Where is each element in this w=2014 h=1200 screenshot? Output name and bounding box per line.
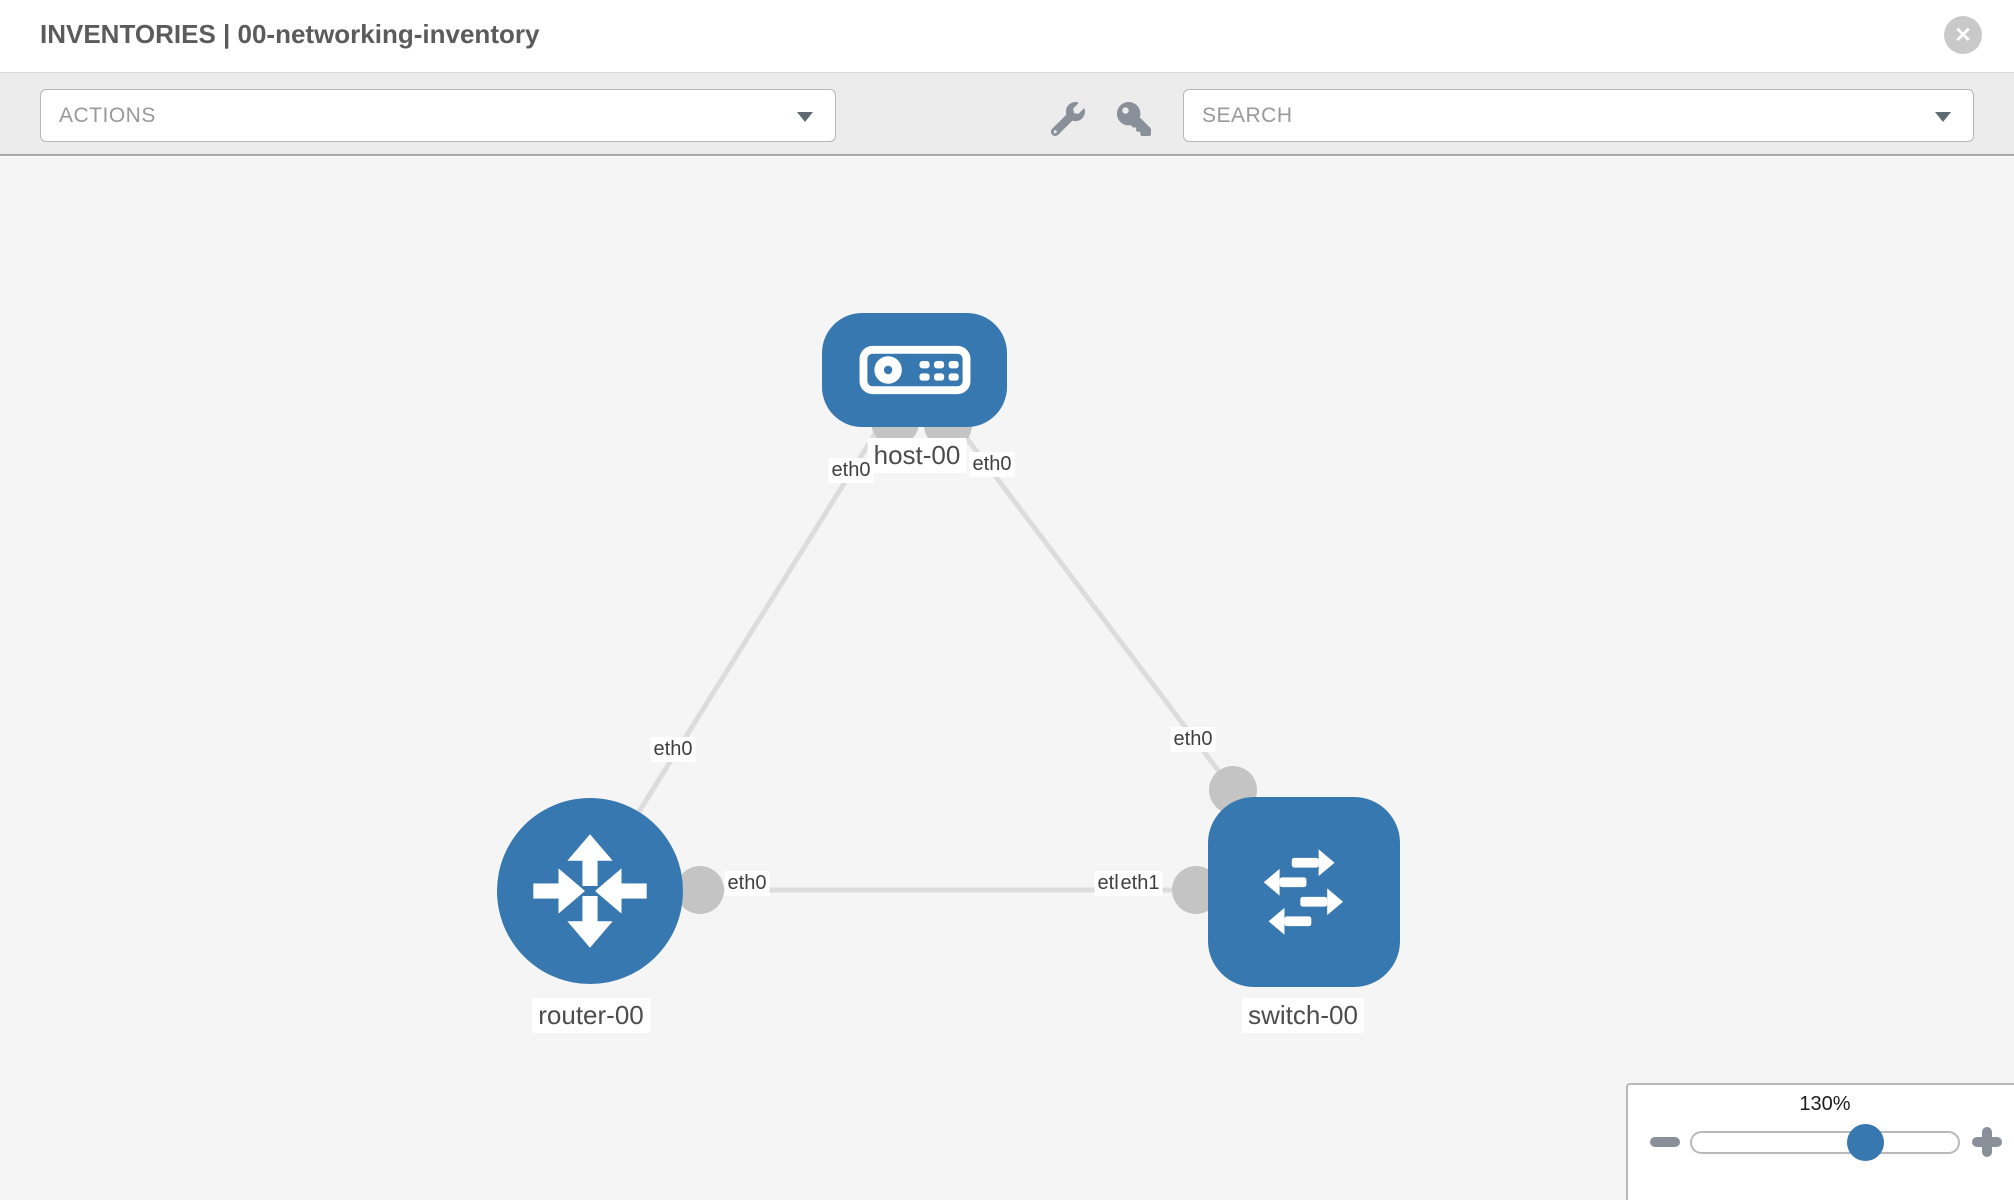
link-host-switch [913, 368, 1235, 792]
link-host-router [587, 368, 918, 892]
wrench-button[interactable] [1048, 99, 1088, 139]
page-title: INVENTORIES | 00-networking-inventory [40, 19, 540, 49]
close-icon: ✕ [1954, 23, 1972, 47]
chevron-down-icon [797, 112, 813, 122]
router-arrows-icon [533, 834, 647, 948]
toolbar: ACTIONS SEARCH [0, 72, 2014, 156]
interface-label: eth0 [724, 871, 770, 896]
server-icon [859, 345, 970, 395]
interface-label: eth0 [650, 737, 696, 762]
node-label-router-00: router-00 [532, 998, 650, 1033]
actions-dropdown-label: ACTIONS [59, 103, 156, 127]
interface-label: eth1 [1117, 871, 1163, 896]
switch-arrows-icon [1263, 849, 1344, 935]
links-layer [587, 368, 1257, 914]
zoom-out-button[interactable] [1650, 1137, 1680, 1147]
zoom-level: 130% [1799, 1093, 1851, 1115]
key-icon [1117, 102, 1151, 136]
node-label-host-00: host-00 [867, 438, 967, 473]
zoom-panel: 130% [1626, 1083, 2014, 1200]
interface-label: eth0 [969, 452, 1015, 477]
panel-header: INVENTORIES | 00-networking-inventory ✕ [0, 0, 2014, 72]
interface-label: eth0 [1170, 727, 1216, 752]
zoom-slider[interactable] [1690, 1131, 1960, 1154]
zoom-slider-handle[interactable] [1847, 1124, 1884, 1161]
search-dropdown-label: SEARCH [1202, 103, 1293, 127]
interface-label: eth0 [828, 458, 874, 483]
key-button[interactable] [1114, 99, 1154, 139]
topology-canvas[interactable]: host-00 router-00 switch-00 eth0 eth0 et… [0, 157, 2014, 1200]
wrench-icon [1051, 102, 1085, 136]
node-router-00[interactable] [497, 798, 683, 984]
node-label-switch-00: switch-00 [1242, 998, 1364, 1033]
actions-dropdown[interactable]: ACTIONS [40, 89, 836, 142]
node-host-00[interactable] [822, 313, 1007, 427]
interface-connector [676, 866, 724, 914]
node-switch-00[interactable] [1208, 797, 1400, 987]
close-button[interactable]: ✕ [1944, 16, 1982, 54]
zoom-in-button[interactable] [1972, 1127, 2002, 1157]
search-dropdown[interactable]: SEARCH [1183, 89, 1974, 142]
chevron-down-icon [1935, 112, 1951, 122]
